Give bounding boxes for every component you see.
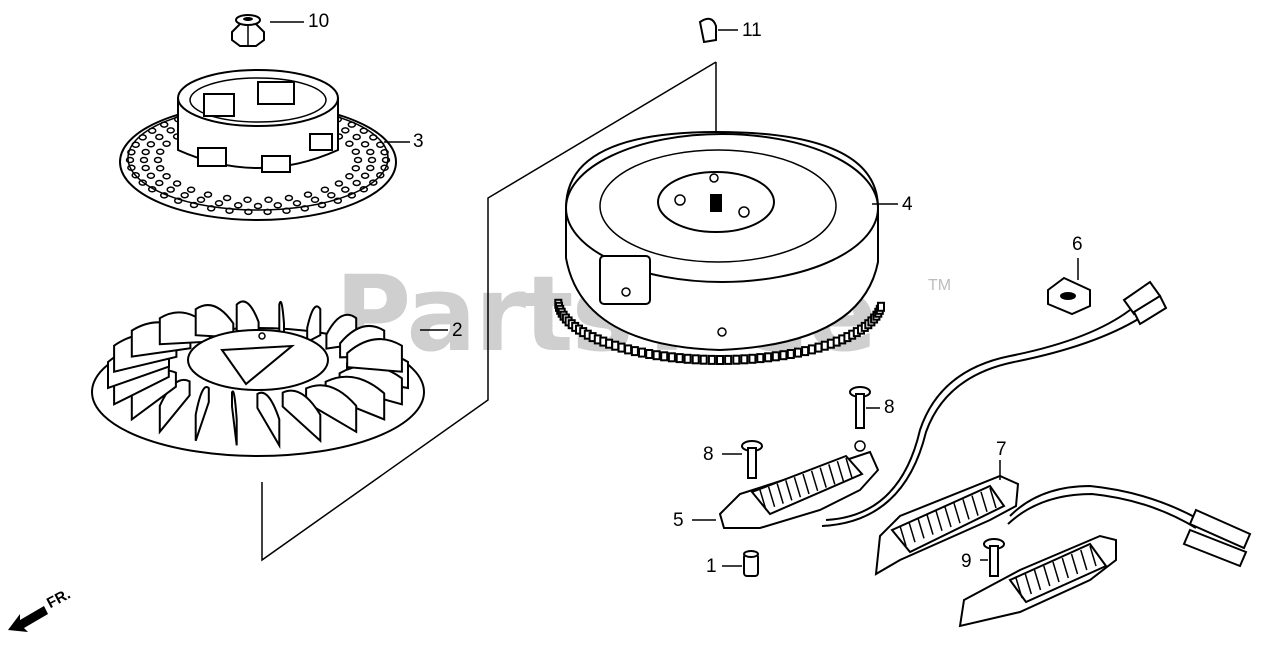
cooling-fan-icon [91, 300, 425, 457]
callout-6: 6 [1072, 234, 1083, 255]
callout-10: 10 [308, 11, 330, 32]
callout-9: 9 [961, 551, 972, 572]
watermark-trademark: TM [928, 277, 952, 294]
dowel-pin-icon [743, 550, 759, 577]
charge-coil-icon [874, 474, 1117, 628]
front-direction-arrow-icon [8, 606, 48, 632]
flange-bolt-icon [983, 538, 1005, 577]
callout-3: 3 [413, 131, 424, 152]
callout-11: 11 [742, 20, 762, 41]
flywheel-icon [554, 130, 885, 365]
callout-4: 4 [902, 194, 913, 215]
ignition-coil-icon [718, 440, 880, 529]
leader-lines [270, 21, 1079, 567]
fan-cover-icon [119, 69, 397, 221]
grommet-icon [1047, 276, 1091, 316]
callout-8-lower: 8 [703, 444, 714, 465]
callout-2: 2 [452, 320, 463, 341]
callout-1: 1 [706, 556, 717, 577]
wire-harness [821, 280, 1252, 568]
flange-nut-icon [231, 14, 265, 47]
woodruff-key-icon [698, 17, 717, 44]
flange-bolt-icon [741, 386, 871, 479]
callout-5: 5 [673, 510, 684, 531]
callout-8-upper: 8 [884, 397, 895, 418]
callout-7: 7 [996, 439, 1007, 460]
